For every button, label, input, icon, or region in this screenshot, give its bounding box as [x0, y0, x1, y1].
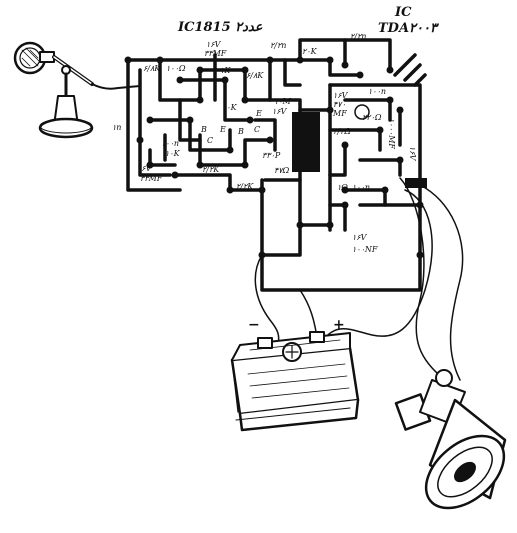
label-c-1000mf: ۱۰۰۰MF	[387, 118, 396, 149]
label-r-2k2-b: ۲/۲K	[236, 182, 254, 191]
label-pin-c2: C	[254, 125, 261, 134]
microphone	[13, 41, 141, 139]
label-c-33mf-b: ۳۳MF	[140, 174, 163, 183]
label-r-6k8-a: ۶/۸K	[143, 64, 161, 73]
label-c-16v-a: ۱۶V	[137, 164, 152, 173]
label-c-100n: ۱۰۰n	[161, 139, 180, 148]
label-r-1k-a: ۱K	[220, 66, 231, 75]
ic1815-title: IC1815 ۲عدد	[178, 20, 263, 35]
label-pin-c1: C	[207, 136, 214, 145]
label-c-16v: ۱۶V	[206, 40, 221, 49]
label-c-16v-r: ۱۶V	[333, 91, 348, 100]
label-r-1: ۱Ω	[337, 183, 348, 192]
solder-pads	[124, 56, 424, 259]
label-c-470: ۴۷۰	[333, 100, 346, 109]
label-c-16v-bottom: ۱۶V	[352, 233, 367, 242]
label-r-6k8-b: ۶/۸K	[246, 71, 264, 80]
battery-minus-label: −	[248, 317, 260, 333]
label-r-1m: ۱۰M	[274, 97, 291, 106]
label-pin-e1: E	[220, 125, 226, 134]
label-pin-e2: E	[256, 109, 262, 118]
label-r-47: ۴۷Ω	[274, 166, 290, 175]
label-r-220: ۲۲۰Ω	[362, 113, 382, 122]
battery	[230, 331, 360, 432]
label-c-16v-v: ۱۶V	[408, 146, 417, 161]
preamp-board	[126, 53, 302, 257]
label-r-2-2: ۲/۲Ω	[333, 127, 351, 136]
label-r-20k: ۲۰K	[302, 47, 317, 56]
label-c-22n: ۲/۲n	[270, 41, 287, 50]
loudspeaker	[394, 369, 507, 510]
electrolytic-capacitor	[354, 104, 370, 120]
label-c-mf: MF	[333, 109, 347, 118]
label-r-100n: ۱۰۰n	[368, 87, 387, 96]
label-c-33mf: ۳۳MF	[204, 49, 227, 58]
label-in: ۱n	[112, 123, 122, 132]
label-c-330p: ۳۳۰P	[262, 151, 281, 160]
label-pin-b2: B	[238, 127, 244, 136]
tda-title: TDA۲۰۰۳	[378, 21, 437, 36]
power-amp-board	[260, 38, 427, 292]
ic-title: IC	[395, 5, 412, 20]
label-r-2k2-a: ۲/۲K	[202, 165, 220, 174]
battery-plus-label: +	[333, 317, 345, 333]
label-r-10k-a: ۱۰K	[222, 103, 237, 112]
label-c-100n-b: ۱۰۰n	[352, 183, 371, 192]
tda2003-ic-body	[292, 112, 320, 172]
label-c-2n2: ۲/۲n	[350, 32, 367, 41]
label-r-100: ۱۰۰Ω	[166, 64, 186, 73]
label-c-100nf: ۱۰۰NF	[352, 245, 378, 254]
label-r-10k-b: ۱۰K	[165, 149, 180, 158]
label-c-16v-b: ۱۶V	[272, 107, 287, 116]
label-pin-b1: B	[201, 125, 207, 134]
